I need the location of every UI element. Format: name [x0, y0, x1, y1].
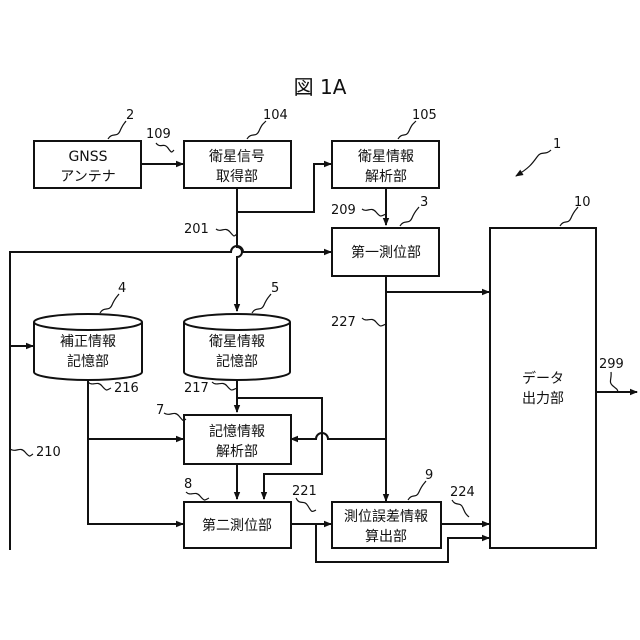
leader-210	[10, 449, 33, 456]
satellite-storage-label-1: 衛星情報	[209, 334, 265, 350]
stored-info-analysis-label-1: 記憶情報	[209, 423, 265, 440]
ref-2: 2	[126, 108, 134, 123]
leader-5	[252, 294, 271, 313]
info-analysis-label-2: 解析部	[365, 169, 407, 185]
stored-info-analysis-label-2: 解析部	[216, 444, 258, 460]
ref-9: 9	[425, 468, 433, 483]
ref-10: 10	[574, 195, 591, 210]
data-output-label-1: データ	[522, 370, 564, 387]
satellite-storage-label-2: 記憶部	[216, 353, 258, 370]
correction-storage-label-1: 補正情報	[60, 334, 116, 350]
signal-acquisition-label-2: 取得部	[216, 168, 258, 185]
ref-201: 201	[184, 222, 209, 237]
ref-1: 1	[553, 137, 561, 152]
ref-217: 217	[184, 381, 209, 396]
ref-109: 109	[146, 127, 171, 142]
line-227-to-7	[291, 433, 386, 439]
ref-216: 216	[114, 381, 139, 396]
leader-104	[247, 121, 266, 139]
leader-217	[212, 382, 237, 390]
leader-209	[362, 209, 386, 216]
info-analysis-label-1: 衛星情報	[358, 149, 414, 165]
ref-224: 224	[450, 485, 475, 500]
signal-acquisition-label-1: 衛星信号	[209, 149, 265, 165]
leader-216	[88, 382, 111, 390]
figure-title: 図 1A	[294, 75, 347, 99]
leader-1	[516, 150, 551, 176]
correction-storage-label-2: 記憶部	[67, 353, 109, 370]
ref-7: 7	[156, 403, 164, 418]
leader-299	[610, 372, 618, 392]
ref-8: 8	[184, 477, 192, 492]
leader-201	[216, 229, 237, 236]
leader-221	[296, 498, 316, 511]
ref-5: 5	[271, 281, 279, 296]
leader-9	[408, 481, 426, 500]
leader-109	[156, 143, 174, 152]
ref-4: 4	[118, 281, 126, 296]
line-201	[237, 212, 242, 311]
ref-209: 209	[331, 203, 356, 218]
data-output-label-2: 出力部	[522, 391, 564, 407]
gnss-antenna-label-1: GNSS	[68, 149, 107, 165]
first-positioning-label: 第一測位部	[351, 244, 421, 261]
leader-224	[452, 500, 469, 517]
leader-227	[362, 318, 386, 326]
ref-104: 104	[263, 108, 288, 123]
ref-221: 221	[292, 484, 317, 499]
line-3-to-10	[386, 276, 489, 292]
leader-105	[398, 121, 416, 139]
error-calculation-label-1: 測位誤差情報	[344, 509, 428, 525]
ref-299: 299	[599, 357, 624, 372]
leader-7	[164, 413, 186, 421]
ref-3: 3	[420, 195, 428, 210]
leader-2	[108, 121, 126, 139]
leader-4	[100, 294, 119, 313]
ref-105: 105	[412, 108, 437, 123]
line-216-to-8	[88, 439, 183, 524]
leader-8	[186, 492, 209, 500]
leader-3	[400, 207, 419, 226]
ref-210: 210	[36, 445, 61, 460]
error-calculation-label-2: 算出部	[365, 529, 407, 545]
ref-227: 227	[331, 315, 356, 330]
data-output-box	[490, 228, 596, 548]
second-positioning-label: 第二測位部	[202, 517, 272, 534]
gnss-antenna-label-2: アンテナ	[60, 169, 115, 185]
